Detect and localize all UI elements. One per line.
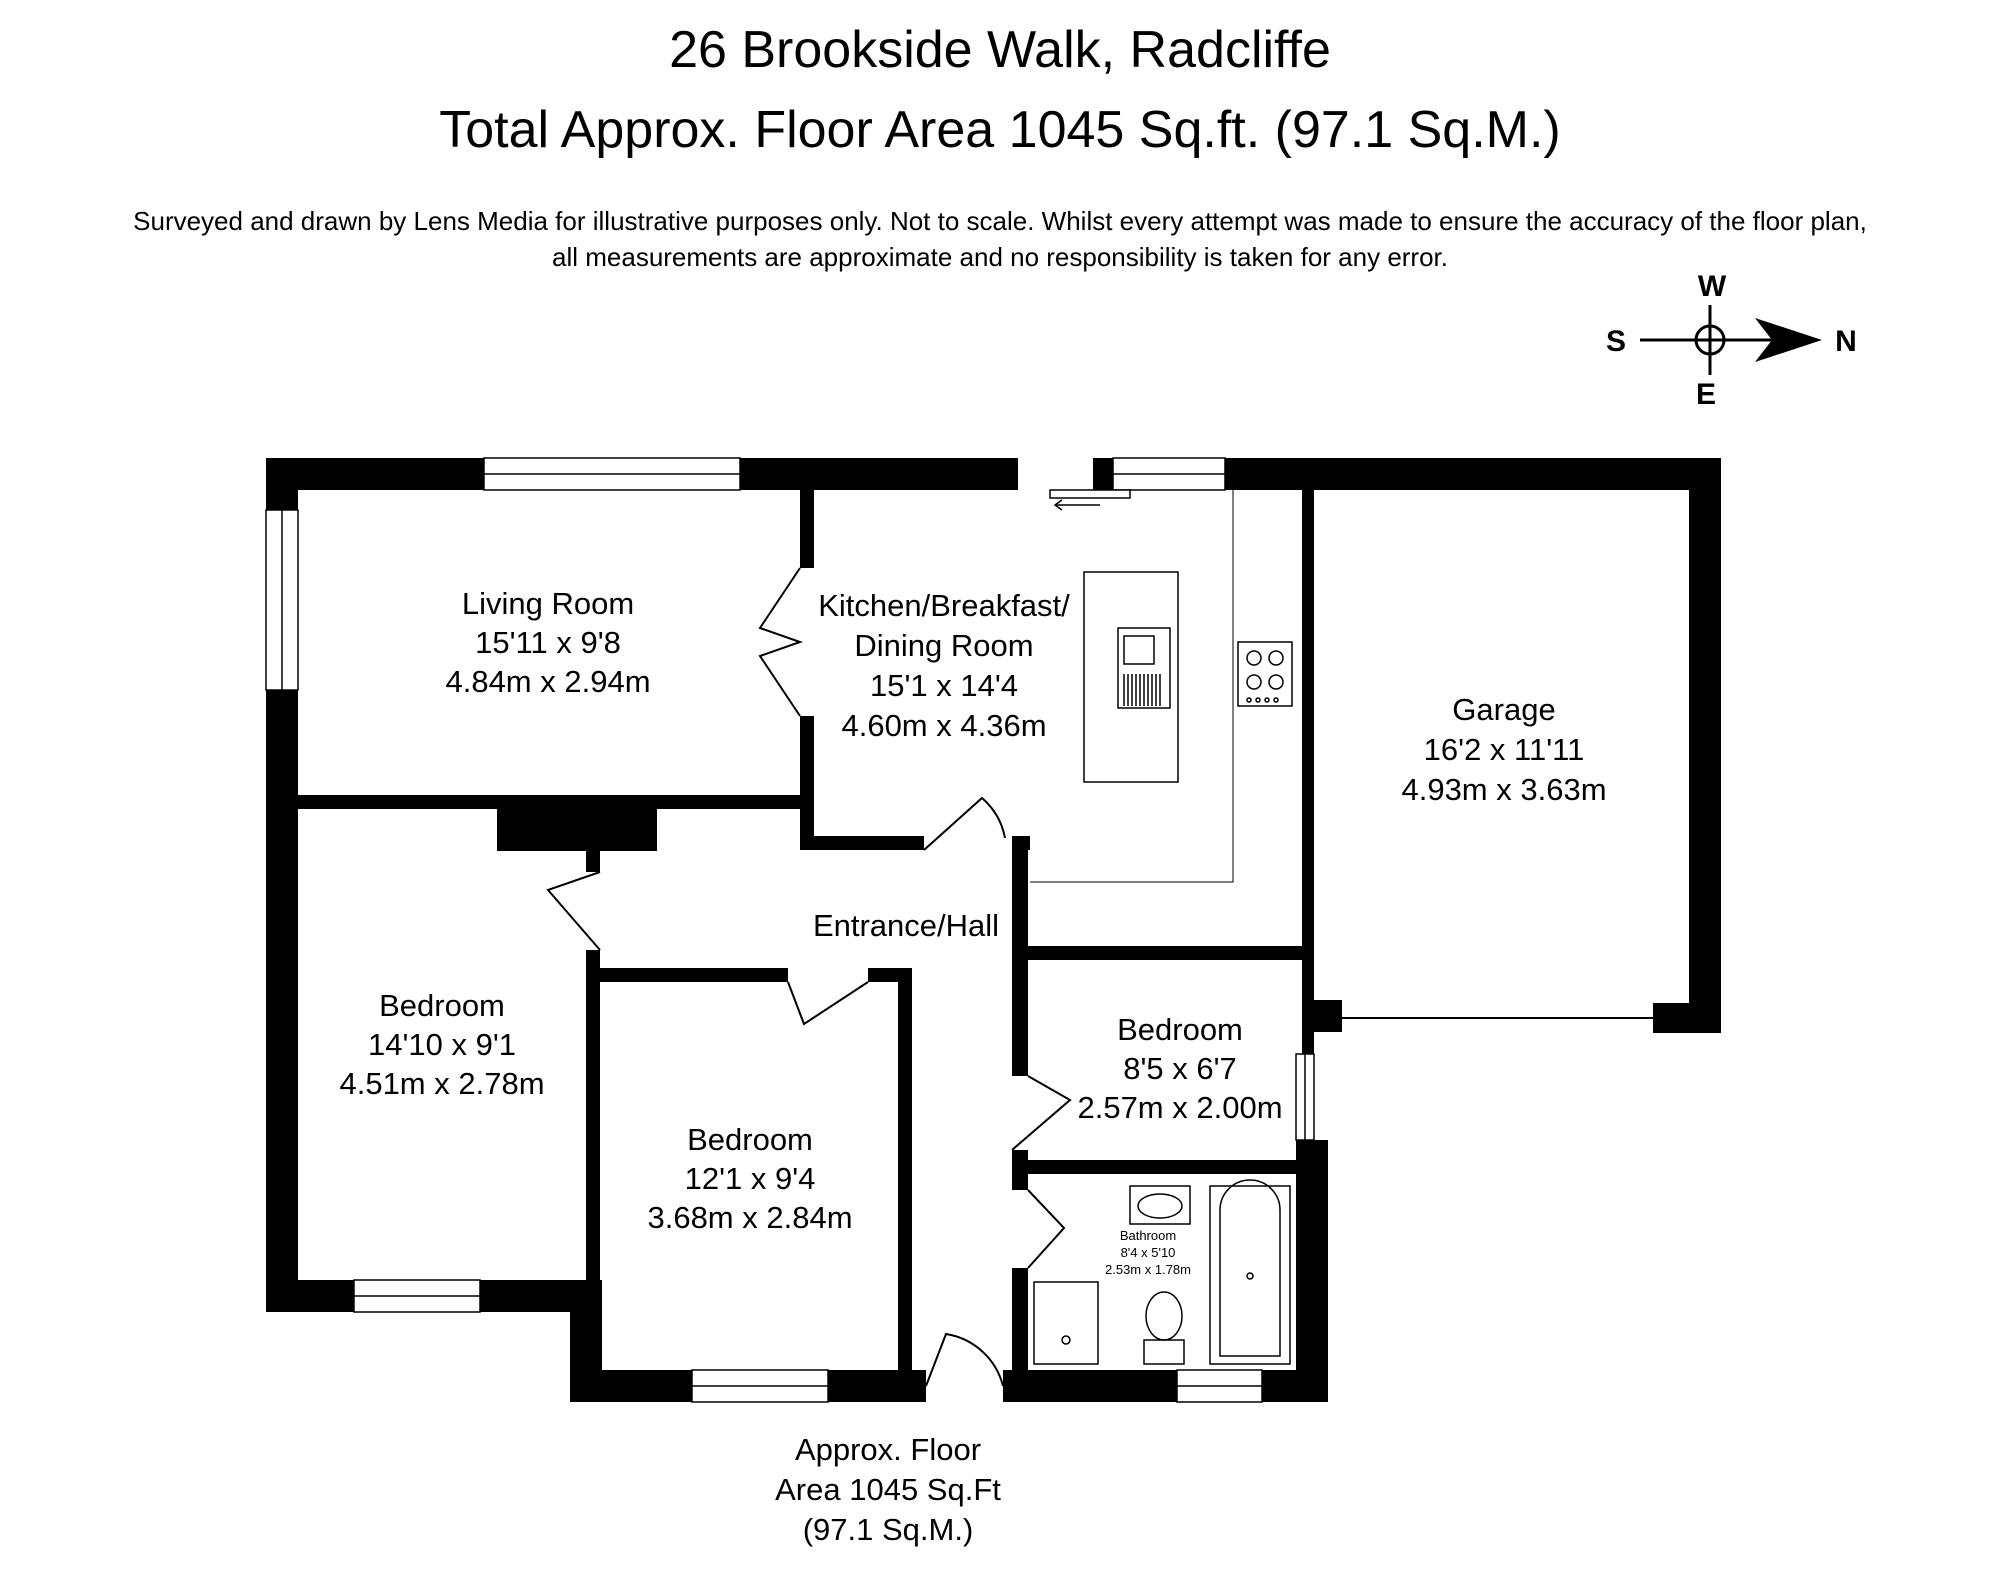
bedroom3-metric: 2.57m x 2.00m — [1077, 1090, 1282, 1125]
room-label-bedroom2: Bedroom 12'1 x 9'4 3.68m x 2.84m — [647, 1122, 852, 1235]
bedroom2-metric: 3.68m x 2.84m — [647, 1200, 852, 1235]
toilet-icon — [1143, 1291, 1185, 1365]
compass-south: S — [1606, 325, 1626, 358]
room-label-bedroom3: Bedroom 8'5 x 6'7 2.57m x 2.00m — [1077, 1012, 1282, 1125]
bedroom1-name: Bedroom — [379, 988, 505, 1023]
kitchen-metric: 4.60m x 4.36m — [841, 708, 1046, 743]
living-room-name: Living Room — [462, 586, 634, 621]
garage-name: Garage — [1452, 692, 1555, 727]
compass-west: W — [1698, 270, 1727, 303]
kitchen-imperial: 15'1 x 14'4 — [870, 668, 1018, 703]
kitchen-name-1: Kitchen/Breakfast/ — [818, 588, 1070, 623]
bedroom3-name: Bedroom — [1117, 1012, 1243, 1047]
disclaimer-line-2: all measurements are approximate and no … — [552, 242, 1448, 272]
bedroom1-metric: 4.51m x 2.78m — [339, 1066, 544, 1101]
doors — [546, 499, 1100, 1387]
north-arrow-icon — [1755, 318, 1822, 362]
compass-icon: W S N E — [1606, 270, 1857, 411]
sink-icon — [1117, 627, 1171, 709]
hall-name: Entrance/Hall — [813, 908, 999, 943]
bedroom2-name: Bedroom — [687, 1122, 813, 1157]
garage-metric: 4.93m x 3.63m — [1401, 772, 1606, 807]
floor-area-note: Approx. Floor Area 1045 Sq.Ft (97.1 Sq.M… — [775, 1432, 1001, 1547]
bedroom3-imperial: 8'5 x 6'7 — [1123, 1051, 1237, 1086]
bathroom-metric: 2.53m x 1.78m — [1105, 1262, 1191, 1277]
shower-tray-icon — [1033, 1281, 1099, 1365]
room-label-bathroom: Bathroom 8'4 x 5'10 2.53m x 1.78m — [1105, 1228, 1191, 1277]
living-room-metric: 4.84m x 2.94m — [445, 664, 650, 699]
disclaimer-line-1: Surveyed and drawn by Lens Media for ill… — [133, 206, 1867, 236]
bedroom2-imperial: 12'1 x 9'4 — [685, 1161, 816, 1196]
bath-icon — [1209, 1179, 1291, 1365]
kitchen-fixtures — [1030, 490, 1293, 883]
basin-icon — [1129, 1185, 1191, 1225]
bedroom1-imperial: 14'10 x 9'1 — [368, 1027, 516, 1062]
bathroom-name: Bathroom — [1120, 1228, 1176, 1243]
room-label-kitchen: Kitchen/Breakfast/ Dining Room 15'1 x 14… — [818, 588, 1070, 743]
garage-imperial: 16'2 x 11'11 — [1424, 732, 1585, 767]
room-label-bedroom1: Bedroom 14'10 x 9'1 4.51m x 2.78m — [339, 988, 544, 1101]
plan-subtitle: Total Approx. Floor Area 1045 Sq.ft. (97… — [439, 101, 1561, 159]
bathroom-fixtures — [1033, 1179, 1291, 1365]
kitchen-name-2: Dining Room — [854, 628, 1033, 663]
living-room-imperial: 15'11 x 9'8 — [475, 625, 621, 660]
footer-line-3: (97.1 Sq.M.) — [803, 1512, 974, 1547]
plan-title: 26 Brookside Walk, Radcliffe — [669, 21, 1331, 79]
compass-north: N — [1835, 325, 1857, 358]
bathroom-imperial: 8'4 x 5'10 — [1121, 1245, 1176, 1260]
walls — [266, 458, 1721, 1402]
footer-line-2: Area 1045 Sq.Ft — [775, 1472, 1001, 1507]
footer-line-1: Approx. Floor — [795, 1432, 981, 1467]
compass-east: E — [1696, 378, 1716, 411]
windows — [265, 457, 1653, 1403]
hob-icon — [1237, 641, 1293, 707]
kitchen-island — [1083, 571, 1179, 783]
room-label-garage: Garage 16'2 x 11'11 4.93m x 3.63m — [1401, 692, 1606, 807]
room-label-living: Living Room 15'11 x 9'8 4.84m x 2.94m — [445, 586, 650, 699]
